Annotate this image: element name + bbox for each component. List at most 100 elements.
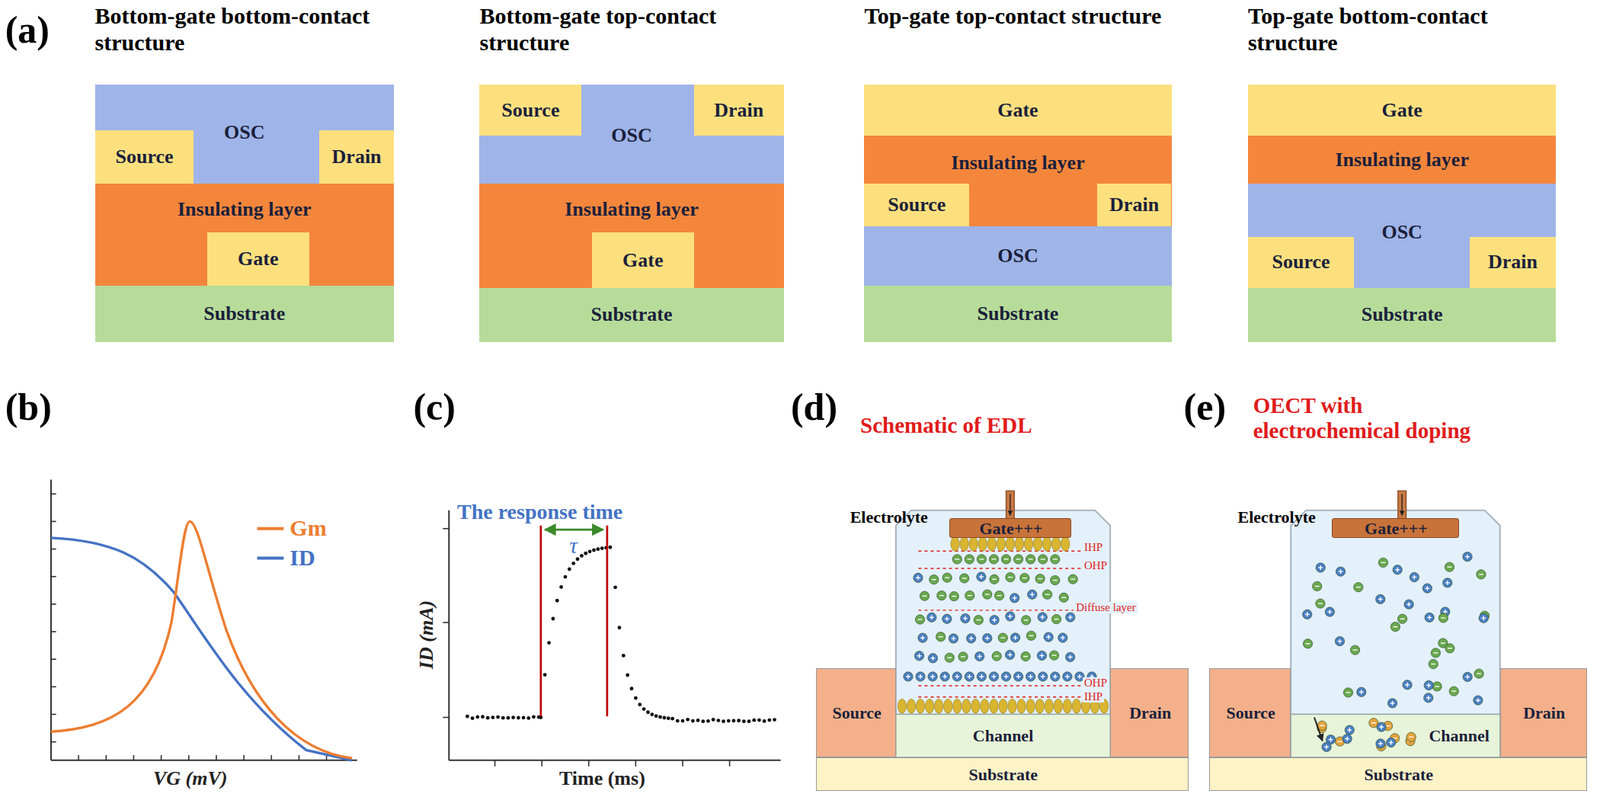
- layer-label: Drain: [1109, 195, 1159, 215]
- ion-sign: [1476, 672, 1482, 674]
- tick: [681, 760, 684, 767]
- ion: [989, 615, 999, 625]
- ion: [914, 651, 924, 661]
- ion-sign: [1320, 565, 1322, 570]
- ion: [1315, 563, 1325, 573]
- ion: [1059, 592, 1069, 602]
- x-axis: [448, 759, 781, 762]
- ion: [1445, 643, 1455, 653]
- tick: [51, 521, 57, 523]
- ion-sign: [1356, 586, 1361, 588]
- solvent-dipole: [950, 536, 960, 551]
- solvent-dipole: [960, 536, 969, 551]
- ion-sign: [1477, 697, 1479, 703]
- layer-label: Drain: [713, 100, 764, 121]
- marker-line: [539, 525, 542, 717]
- data-point: [501, 716, 506, 720]
- ion: [998, 633, 1008, 643]
- marker-line: [606, 525, 609, 717]
- ion-sign: [1379, 596, 1381, 602]
- ion-sign: [964, 616, 966, 621]
- ion-sign: [919, 674, 921, 679]
- ion: [1430, 648, 1440, 658]
- ion: [1013, 672, 1023, 682]
- data-point: [742, 719, 746, 724]
- solvent-dipole: [962, 698, 971, 714]
- solvent-dipole: [969, 536, 978, 551]
- ion-sign: [993, 674, 995, 679]
- ion: [1343, 688, 1353, 698]
- ion: [949, 591, 959, 601]
- tick: [77, 755, 80, 761]
- data-point: [608, 545, 612, 550]
- layer-label: Substrate: [1364, 766, 1434, 784]
- ion: [940, 672, 950, 682]
- data-point: [550, 617, 555, 621]
- legend-text: ID: [289, 546, 315, 570]
- ion-sign: [1440, 642, 1446, 644]
- data-point: [625, 673, 630, 678]
- layer-box: Drain: [319, 130, 394, 184]
- ion-sign: [931, 674, 933, 679]
- layer-label: Drain: [1129, 704, 1172, 722]
- solvent-dipole: [1062, 698, 1072, 714]
- ion: [935, 632, 945, 642]
- ion-sign: [951, 595, 957, 597]
- data-point: [767, 718, 772, 723]
- ion: [1005, 572, 1015, 582]
- layer-label: OSC: [1381, 222, 1422, 243]
- solvent-dipole: [1061, 536, 1070, 551]
- ion-sign: [1040, 558, 1046, 560]
- data-point: [762, 719, 767, 724]
- data-point: [621, 653, 626, 658]
- layer-label: Gate: [622, 250, 663, 271]
- gate-wire-arrow: [1401, 493, 1403, 516]
- ion-sign: [1390, 740, 1392, 746]
- layer-label: Source: [887, 195, 946, 215]
- layer-label: OSC: [997, 246, 1038, 266]
- tick: [51, 548, 57, 551]
- ion-sign: [1023, 656, 1028, 657]
- ion: [1013, 554, 1023, 564]
- ion-sign: [1339, 639, 1341, 644]
- ion: [952, 554, 962, 564]
- ion-sign: [1004, 558, 1009, 560]
- tick: [51, 741, 57, 743]
- ion-sign: [1483, 615, 1485, 621]
- data-point: [592, 548, 596, 553]
- ion-sign: [944, 674, 946, 679]
- ion: [1065, 612, 1076, 622]
- ion: [1026, 672, 1036, 682]
- ion: [937, 590, 947, 600]
- tick: [494, 760, 496, 767]
- ion: [1424, 693, 1434, 703]
- ion-sign: [1371, 722, 1376, 724]
- tick: [51, 492, 57, 495]
- ion-sign: [1319, 725, 1325, 727]
- layer-label: Gate: [997, 100, 1038, 121]
- layer-box: Gate: [1248, 84, 1556, 136]
- data-point: [633, 696, 638, 701]
- layer-box: Gate: [592, 232, 695, 288]
- ion: [1390, 621, 1400, 631]
- ion: [1321, 742, 1332, 752]
- layer-box: Gate+++: [1331, 518, 1460, 538]
- data-point: [736, 718, 741, 723]
- solvent-dipole: [989, 698, 999, 714]
- ion-sign: [944, 577, 950, 579]
- ion-sign: [1349, 727, 1351, 733]
- ion-sign: [1042, 614, 1044, 620]
- ion: [1376, 722, 1386, 732]
- ion-sign: [1045, 594, 1050, 596]
- solvent-dipole: [1044, 698, 1053, 714]
- ion-sign: [1430, 663, 1436, 665]
- solvent-dipole: [1042, 536, 1051, 551]
- ion-sign: [1325, 744, 1327, 749]
- data-point: [752, 718, 756, 723]
- layer-label: Channel: [1428, 727, 1489, 745]
- ion: [1335, 566, 1345, 576]
- data-point: [670, 716, 675, 721]
- solvent-dipole: [924, 698, 934, 714]
- gm-curve: [51, 521, 352, 759]
- ion: [960, 613, 970, 623]
